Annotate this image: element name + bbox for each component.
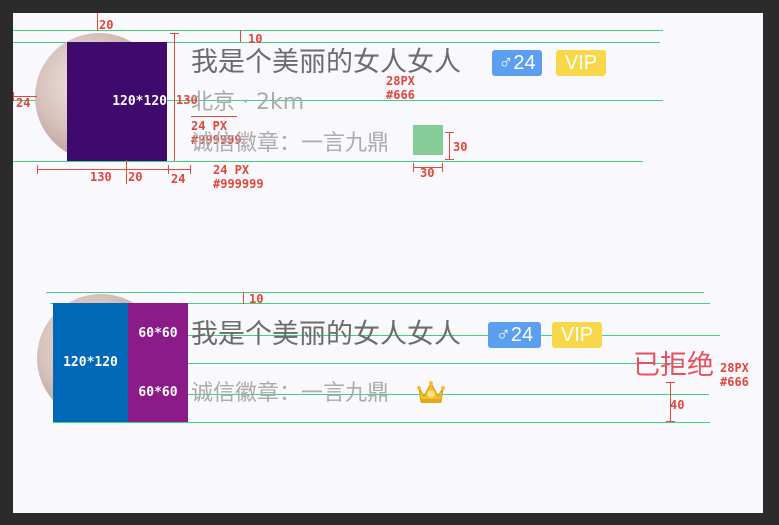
credit-badge-text: 诚信徽章：一言九鼎 (191, 131, 390, 156)
guide-line (50, 303, 710, 304)
dimension-line (445, 159, 454, 160)
guide-line (46, 292, 704, 293)
dimension-line (170, 33, 179, 34)
dimension-line (168, 169, 190, 170)
small-size-box-bottom: 60*60 (128, 363, 188, 422)
dimension-line (666, 421, 675, 422)
guide-line (13, 100, 663, 101)
design-canvas: 20 120*120 24 130 10 我是个美丽的女人女人 ♂24 VIP … (13, 13, 763, 513)
dimension-line (445, 132, 454, 133)
gender-age-badge: ♂24 (492, 50, 542, 76)
avatar-size-box: 120*120 (53, 303, 128, 422)
dimension-line (37, 165, 38, 174)
font-size-label: 24 PX (191, 119, 228, 133)
dimension-line (13, 92, 14, 101)
guide-line (53, 335, 720, 336)
font-color-label: #666 (386, 88, 415, 102)
crown-icon (416, 377, 446, 407)
guide-line (13, 30, 663, 31)
dimension-line (97, 13, 98, 31)
user-name: 我是个美丽的女人女人 (191, 319, 461, 350)
dimension-line (240, 30, 241, 42)
small-size-box-top: 60*60 (128, 303, 188, 363)
dimension-line (666, 382, 675, 383)
vip-badge: VIP (552, 322, 602, 348)
font-size-label: 28PX (386, 74, 415, 88)
font-color-label: #999999 (191, 133, 242, 147)
dimension-line (413, 167, 443, 168)
dimension-label-24-bottom: 24 (171, 172, 186, 186)
user-name: 我是个美丽的女人女人 (191, 47, 461, 78)
dimension-label-20: 20 (99, 18, 114, 32)
credit-badge-text: 诚信徽章：一言九鼎 (191, 381, 390, 406)
dimension-label-30-right: 30 (453, 140, 468, 154)
dimension-label-130-bottom: 130 (90, 170, 112, 184)
location-text: 北京 · 2km (191, 90, 305, 115)
dimension-line (190, 165, 191, 174)
dimension-label-10: 10 (249, 292, 264, 306)
gender-age-badge: ♂24 (488, 322, 541, 348)
dimension-label-40: 40 (670, 398, 685, 412)
font-size-label: 28PX (720, 361, 749, 375)
dimension-line (126, 160, 127, 184)
guide-line (53, 394, 709, 395)
guide-line (13, 161, 643, 162)
guide-line (53, 363, 683, 364)
dimension-line (174, 33, 175, 161)
avatar-size-box: 120*120 (67, 42, 167, 161)
dimension-line (449, 132, 450, 160)
dimension-line (442, 163, 443, 172)
dimension-line (191, 116, 237, 117)
vip-badge: VIP (556, 50, 606, 76)
dimension-label-130-right: 130 (176, 93, 198, 107)
dimension-label-24-left: 24 (16, 96, 31, 110)
status-rejected: 已拒绝 (633, 350, 714, 381)
dimension-line (13, 96, 37, 97)
font-color-label: #999999 (213, 177, 264, 191)
dimension-line (243, 292, 244, 304)
dimension-line (670, 382, 671, 422)
dimension-label-30-bottom: 30 (420, 166, 435, 180)
dimension-line (413, 163, 414, 172)
font-color-label: #666 (720, 375, 749, 389)
guide-line (13, 42, 660, 43)
badge-icon-placeholder (413, 125, 443, 155)
dimension-label-10: 10 (248, 32, 263, 46)
guide-line (53, 422, 710, 423)
dimension-line (37, 169, 175, 170)
dimension-label-20-bottom: 20 (128, 170, 143, 184)
font-size-label: 24 PX (213, 163, 250, 177)
